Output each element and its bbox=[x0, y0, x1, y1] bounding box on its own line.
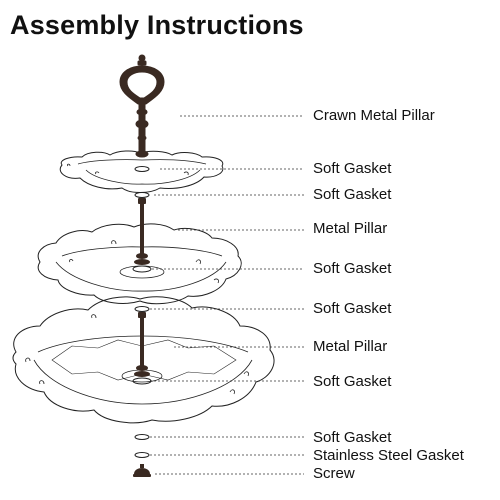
metal-pillar-1-shape bbox=[134, 198, 150, 265]
label-soft-gasket-3: Soft Gasket bbox=[313, 260, 392, 277]
stainless-gasket-shape bbox=[134, 452, 150, 458]
soft-gasket-4-shape bbox=[134, 306, 150, 312]
label-metal-pillar-2: Metal Pillar bbox=[313, 338, 388, 355]
gaskets bbox=[132, 166, 152, 458]
label-screw: Screw bbox=[313, 465, 355, 482]
soft-gasket-1-shape bbox=[134, 166, 150, 172]
label-soft-gasket-4: Soft Gasket bbox=[313, 300, 392, 317]
label-crown-metal-pillar: Crawn Metal Pillar bbox=[313, 107, 435, 124]
soft-gasket-3-shape bbox=[132, 265, 152, 273]
bottom-plate bbox=[12, 296, 275, 424]
soft-gasket-6-shape bbox=[134, 434, 150, 440]
screw-shape bbox=[133, 464, 151, 477]
label-soft-gasket-5: Soft Gasket bbox=[313, 373, 392, 390]
metal-pillar-2-shape bbox=[134, 312, 150, 377]
soft-gasket-5-shape bbox=[132, 377, 152, 385]
soft-gasket-2-shape bbox=[134, 192, 150, 198]
page-title: Assembly Instructions bbox=[10, 10, 304, 40]
label-soft-gasket-2: Soft Gasket bbox=[313, 186, 392, 203]
label-soft-gasket-6: Soft Gasket bbox=[313, 429, 392, 446]
top-plate bbox=[59, 150, 224, 193]
label-metal-pillar-1: Metal Pillar bbox=[313, 220, 388, 237]
label-soft-gasket-1: Soft Gasket bbox=[313, 160, 392, 177]
label-stainless-steel-gasket: Stainless Steel Gasket bbox=[313, 447, 464, 464]
crown-metal-pillar-shape bbox=[119, 54, 165, 158]
